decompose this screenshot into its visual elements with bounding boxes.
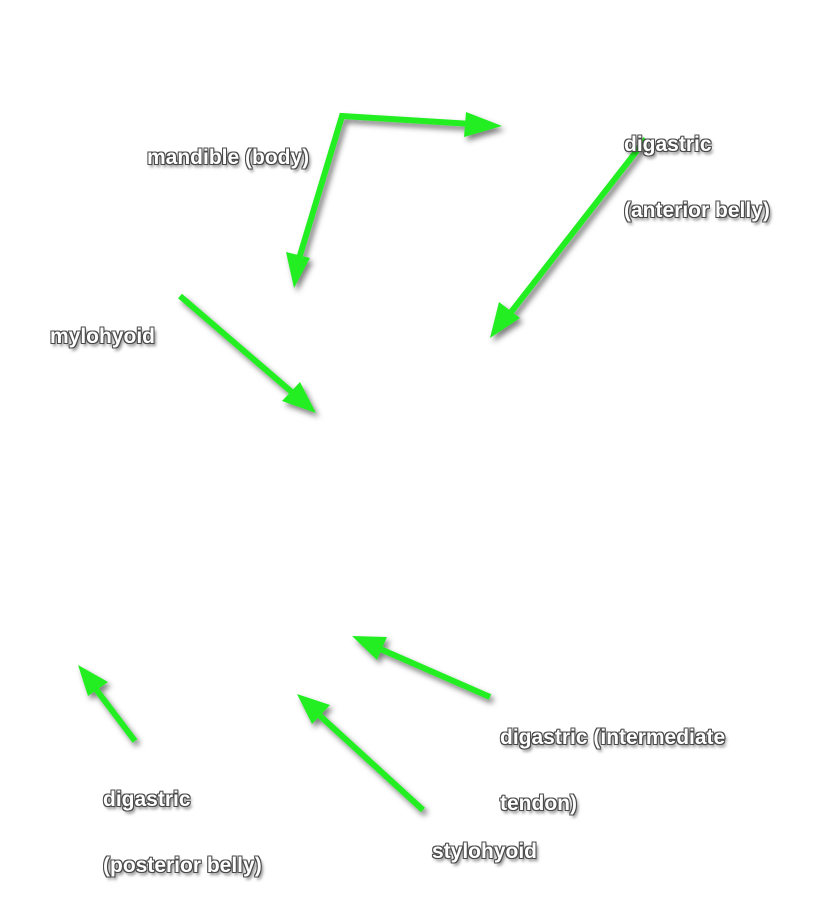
mylohyoid-arrow-shaft	[178, 293, 296, 397]
digastric-posterior-arrow-head	[78, 665, 108, 696]
digastric-intermediate-arrow-head	[352, 636, 387, 660]
label-mandible-body: mandible (body)	[147, 103, 309, 191]
label-stylohyoid-text: stylohyoid	[432, 840, 538, 863]
label-digastric-anterior-line-2: (anterior belly)	[624, 199, 770, 222]
label-mylohyoid-text: mylohyoid	[50, 325, 156, 348]
label-digastric-intermediate-tendon: digastric (intermediate tendon)	[500, 683, 725, 837]
label-mylohyoid: mylohyoid	[50, 282, 155, 370]
mylohyoid-arrow	[178, 293, 316, 413]
mandible-arrow-head-right	[464, 112, 502, 137]
label-stylohyoid: stylohyoid	[432, 797, 537, 885]
label-digastric-posterior-line-1: digastric	[103, 788, 191, 811]
digastric-posterior-arrow	[78, 665, 138, 743]
label-digastric-posterior-belly: digastric (posterior belly)	[103, 745, 262, 899]
stylohyoid-arrow-head	[297, 694, 330, 724]
mandible-arrow-head-down	[286, 252, 310, 288]
mandible-arrow-shaft	[295, 112, 473, 263]
digastric-anterior-arrow-shaft	[505, 137, 649, 318]
stylohyoid-arrow	[297, 694, 426, 813]
digastric-intermediate-arrow-shaft	[376, 645, 492, 700]
digastric-posterior-arrow-shaft	[92, 686, 138, 743]
label-digastric-posterior-line-2: (posterior belly)	[103, 854, 262, 877]
mandible-arrow	[286, 112, 502, 288]
digastric-anterior-arrow	[490, 137, 649, 338]
label-digastric-anterior-belly: digastric (anterior belly)	[624, 90, 770, 244]
digastric-intermediate-arrow	[352, 636, 492, 700]
digastric-anterior-arrow-head	[490, 302, 520, 338]
label-digastric-intermediate-line-2: tendon)	[500, 792, 577, 815]
mylohyoid-arrow-head	[282, 382, 316, 413]
label-digastric-anterior-line-1: digastric	[624, 133, 712, 156]
label-digastric-intermediate-line-1: digastric (intermediate	[500, 726, 726, 749]
stylohyoid-arrow-shaft	[315, 711, 426, 813]
label-mandible-body-text: mandible (body)	[147, 146, 310, 169]
